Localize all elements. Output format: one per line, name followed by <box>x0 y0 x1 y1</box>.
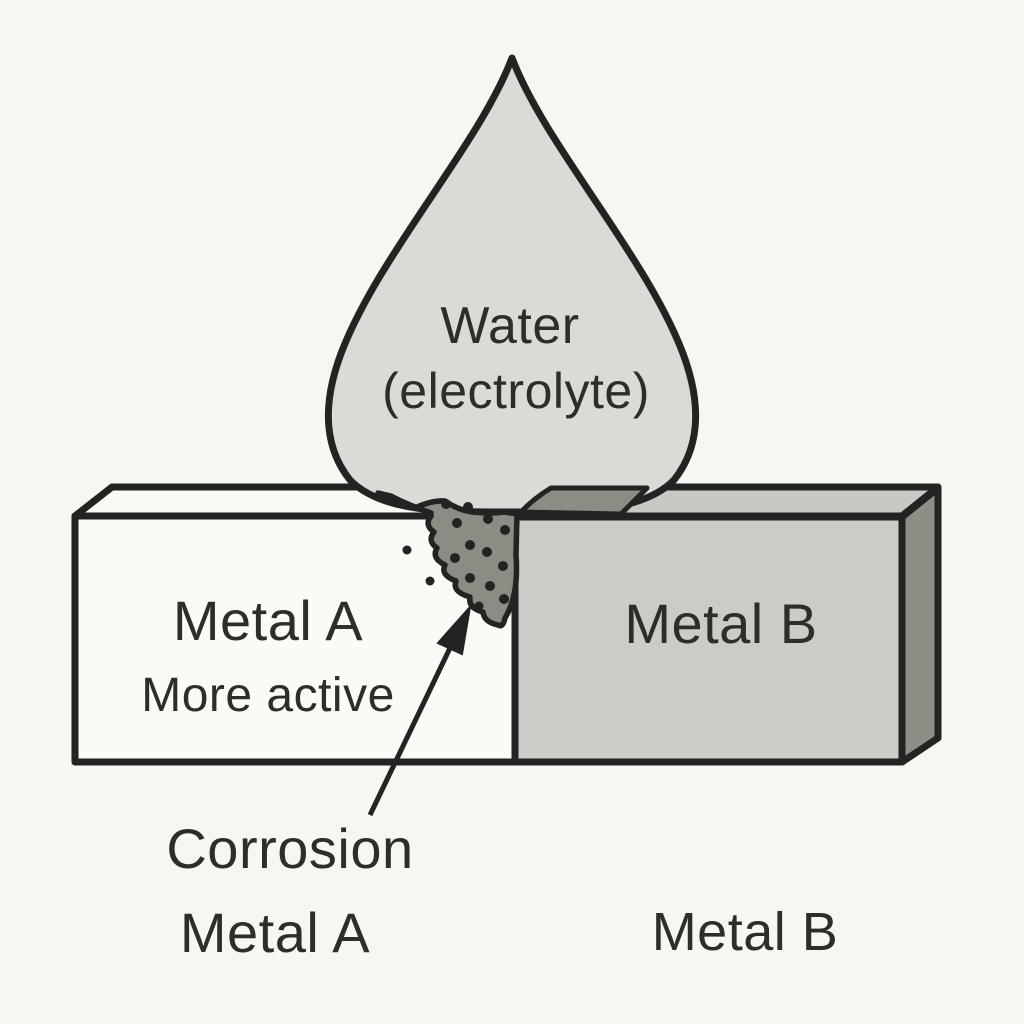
label-layer: Water (electrolyte) Metal A More active … <box>141 297 838 964</box>
droplet-label-line2: (electrolyte) <box>382 363 650 419</box>
metal-a-sublabel: More active <box>141 669 395 722</box>
corrosion-arrow <box>367 603 472 817</box>
shape-layer <box>71 54 942 766</box>
corrosion-dots <box>402 499 510 611</box>
corrosion-caption-line1: Corrosion <box>166 817 413 880</box>
metal-a-label: Metal A <box>173 589 363 652</box>
corrosion-dot <box>474 601 484 611</box>
corrosion-dot <box>463 502 473 512</box>
metal-b-front-face <box>511 513 906 766</box>
corrosion-dot <box>465 573 475 583</box>
metal-b-caption: Metal B <box>652 902 839 962</box>
droplet-label-line1: Water <box>440 297 579 355</box>
corrosion-dot <box>441 499 451 509</box>
corrosion-dot <box>485 581 495 591</box>
corrosion-dot <box>465 540 475 550</box>
corrosion-strip-metal-b-top <box>518 485 650 517</box>
corrosion-dot <box>450 553 460 563</box>
corrosion-caption-line2: Metal A <box>180 901 370 964</box>
corrosion-patch <box>375 490 520 629</box>
corrosion-dot <box>500 525 510 535</box>
corrosion-arrow-head <box>436 603 472 656</box>
corrosion-dot <box>499 594 509 604</box>
corrosion-arrow-line <box>367 646 453 817</box>
stray-corrosion-dot <box>425 576 435 586</box>
corrosion-dot <box>483 514 493 524</box>
metal-b-side-face <box>898 484 942 766</box>
stray-corrosion-dot <box>402 545 412 555</box>
corrosion-dot <box>482 547 492 557</box>
corrosion-dot <box>452 518 462 528</box>
corrosion-dot <box>498 561 508 571</box>
metal-b-label: Metal B <box>624 592 817 655</box>
